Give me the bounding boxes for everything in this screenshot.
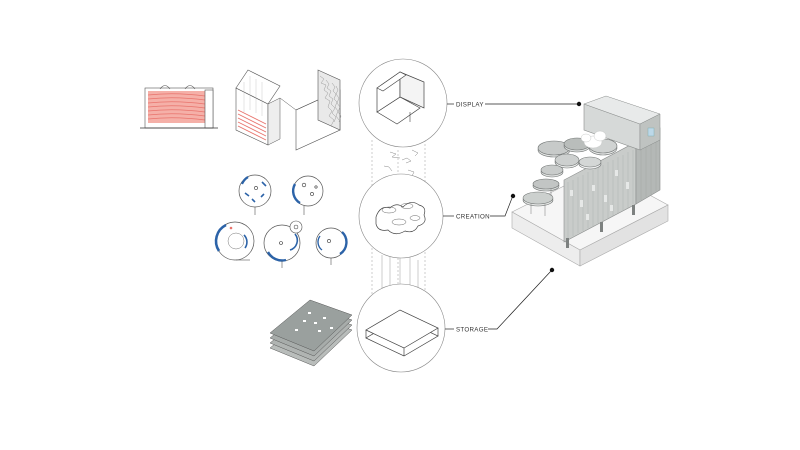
label-creation: CREATION: [443, 193, 516, 221]
storage-circle: [356, 283, 446, 373]
station-3: [214, 221, 255, 261]
station-diagrams: [214, 174, 348, 268]
display-circle: [358, 58, 448, 148]
label-display: DISPLAY: [447, 102, 582, 109]
label-storage: STORAGE: [445, 267, 555, 334]
stacked-plates: [269, 299, 353, 367]
display-label: DISPLAY: [456, 102, 484, 109]
storage-label: STORAGE: [456, 327, 488, 334]
station-4: [263, 220, 303, 268]
creation-circle: [358, 173, 444, 259]
wall-axonometric: [235, 69, 342, 151]
station-2: [291, 175, 324, 215]
building-model: [511, 95, 669, 267]
creation-label: CREATION: [456, 214, 490, 221]
elevation-drawing: [140, 85, 218, 129]
station-5: [315, 227, 348, 265]
station-1: [238, 174, 272, 215]
